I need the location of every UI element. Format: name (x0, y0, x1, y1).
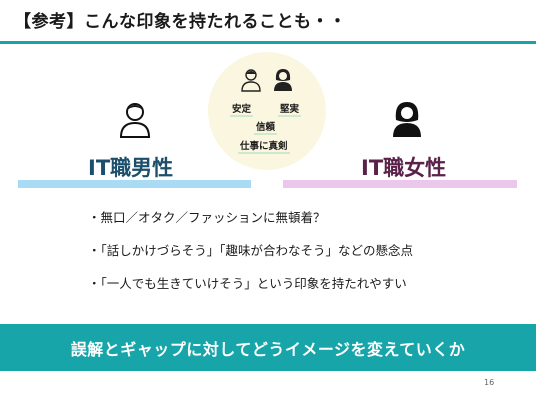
it-male-label: IT職男性 (88, 156, 174, 180)
male-person-icon (241, 69, 261, 92)
female-person-icon (393, 102, 421, 137)
list-item: ・「一人でも生きていけそう」という印象を持たれやすい (88, 276, 407, 291)
it-female-label: IT職女性 (361, 156, 447, 180)
page-number: 16 (484, 378, 495, 387)
shared-traits-circle (208, 52, 326, 170)
male-person-icon (119, 103, 151, 138)
title-divider (0, 41, 536, 44)
page-title: 【参考】こんな印象を持たれることも・・ (14, 12, 347, 32)
summary-banner: 誤解とギャップに対してどうイメージを変えていくか (0, 324, 536, 371)
list-item: ・無口／オタク／ファッションに無頓着？ (88, 210, 326, 225)
trait-steady-label: 堅実 (278, 101, 302, 117)
female-underline-bar (283, 180, 517, 188)
list-item: ・「話しかけづらそう」「趣味が合わなそう」などの懸念点 (88, 243, 414, 258)
trait-trust-label: 信頼 (254, 119, 278, 135)
concern-list: ・無口／オタク／ファッションに無頓着？ ・「話しかけづらそう」「趣味が合わなそう… (88, 209, 413, 308)
male-underline-bar (18, 180, 251, 188)
trait-serious-label: 仕事に真剣 (238, 138, 290, 154)
summary-banner-text: 誤解とギャップに対してどうイメージを変えていくか (70, 339, 466, 359)
female-person-icon (274, 69, 292, 91)
trait-stable-label: 安定 (230, 101, 254, 117)
